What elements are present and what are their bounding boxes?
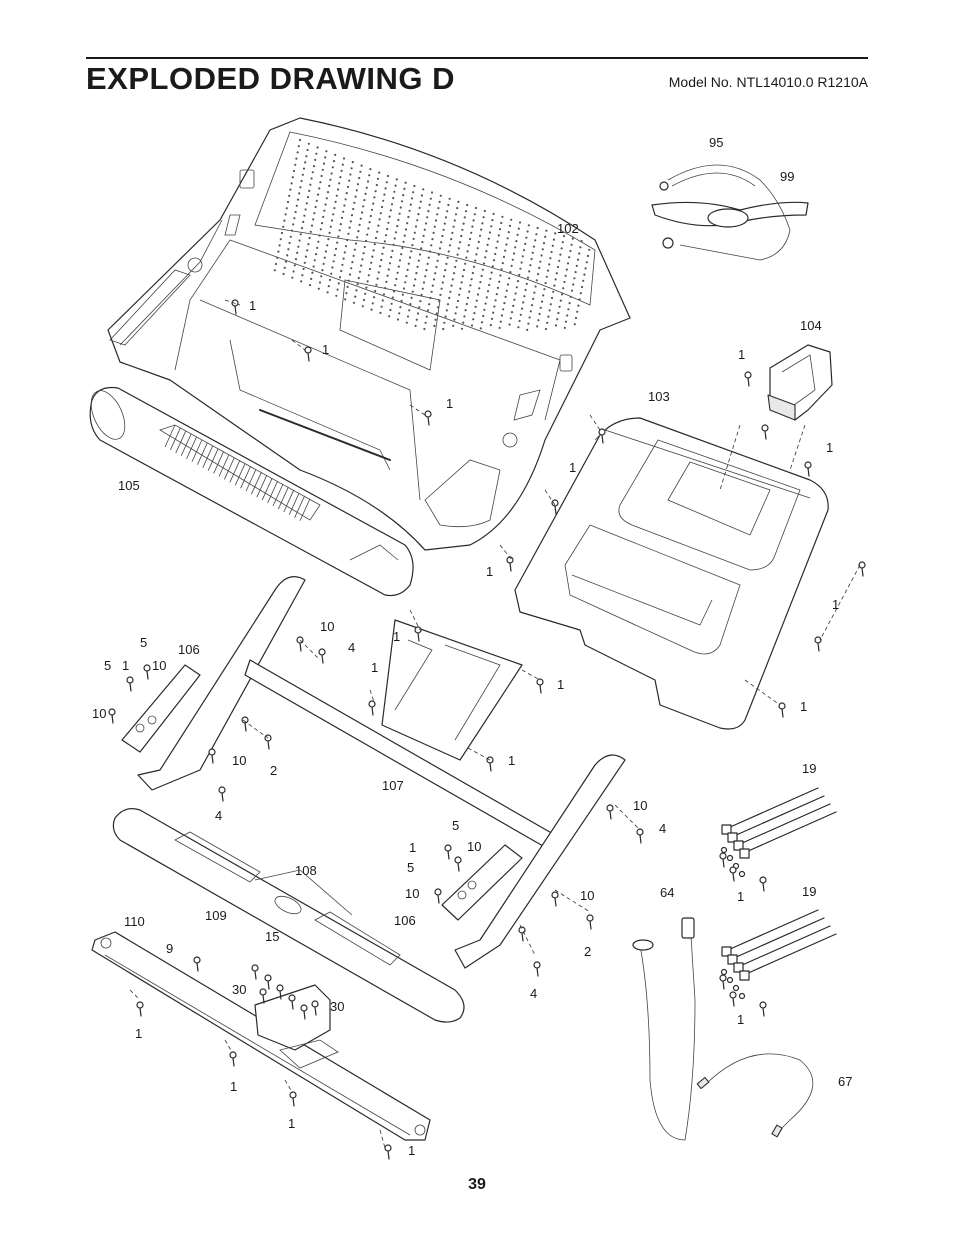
callout-1: 1 <box>738 347 745 362</box>
callout-9: 9 <box>166 941 173 956</box>
callout-5: 5 <box>140 635 147 650</box>
alignment-lines <box>129 299 861 1149</box>
callout-15: 15 <box>265 929 279 944</box>
callout-95: 95 <box>709 135 723 150</box>
callout-10: 10 <box>232 753 246 768</box>
callout-4: 4 <box>659 821 666 836</box>
part-107-upright-frame <box>137 576 626 969</box>
callout-67: 67 <box>838 1074 852 1089</box>
callout-1: 1 <box>446 396 453 411</box>
callout-110: 110 <box>124 914 145 929</box>
callout-106-left: 106 <box>178 642 200 657</box>
callout-10: 10 <box>405 886 419 901</box>
callout-5: 5 <box>104 658 111 673</box>
callout-1: 1 <box>832 597 839 612</box>
callout-4: 4 <box>530 986 537 1001</box>
part-102-grille <box>273 138 591 331</box>
callout-2: 2 <box>584 944 591 959</box>
callout-1: 1 <box>371 660 378 675</box>
callout-1: 1 <box>135 1026 142 1041</box>
callout-1: 1 <box>508 753 515 768</box>
callout-4: 4 <box>348 640 355 655</box>
callout-99: 99 <box>780 169 794 184</box>
callout-19-bottom: 19 <box>802 884 816 899</box>
callout-64: 64 <box>660 885 674 900</box>
callout-10: 10 <box>92 706 106 721</box>
callout-1: 1 <box>408 1143 415 1158</box>
callout-10: 10 <box>633 798 647 813</box>
callout-5: 5 <box>452 818 459 833</box>
callout-10: 10 <box>152 658 166 673</box>
callout-1: 1 <box>569 460 576 475</box>
callout-1: 1 <box>486 564 493 579</box>
part-102-console-front <box>107 117 631 551</box>
callout-1: 1 <box>800 699 807 714</box>
part-106-frame-extensions <box>121 664 523 921</box>
callout-103: 103 <box>648 389 670 404</box>
callout-1: 1 <box>557 677 564 692</box>
callout-10: 10 <box>580 888 594 903</box>
callout-104: 104 <box>800 318 822 333</box>
callout-1: 1 <box>322 342 329 357</box>
part-105-speaker-bar <box>89 386 414 597</box>
callout-105: 105 <box>118 478 140 493</box>
part-95-99-chest-strap <box>651 164 809 261</box>
callout-19-top: 19 <box>802 761 816 776</box>
callout-1: 1 <box>409 840 416 855</box>
callout-108: 108 <box>295 863 317 878</box>
part-67-wire <box>696 1053 814 1138</box>
callout-1: 1 <box>249 298 256 313</box>
part-19-cable-ties <box>720 787 837 1000</box>
header-rule <box>86 57 868 59</box>
callout-1: 1 <box>826 440 833 455</box>
callout-30-right: 30 <box>330 999 344 1014</box>
page-title: EXPLODED DRAWING D <box>86 61 455 96</box>
callout-109: 109 <box>205 908 227 923</box>
part-108-base-cover <box>112 808 465 1023</box>
callout-5: 5 <box>407 860 414 875</box>
callout-10: 10 <box>320 619 334 634</box>
callout-10: 10 <box>467 839 481 854</box>
part-104-bracket <box>767 344 833 421</box>
callout-1: 1 <box>393 629 400 644</box>
callout-30-left: 30 <box>232 982 246 997</box>
callout-1: 1 <box>288 1116 295 1131</box>
part-103-console-back <box>514 417 829 730</box>
callout-4: 4 <box>215 808 222 823</box>
callout-2: 2 <box>270 763 277 778</box>
callout-1: 1 <box>122 658 129 673</box>
callout-102: 102 <box>557 221 579 236</box>
callout-106-right: 106 <box>394 913 416 928</box>
part-64-clip <box>632 917 696 1141</box>
page-number: 39 <box>468 1176 486 1193</box>
callout-107: 107 <box>382 778 404 793</box>
callout-1: 1 <box>737 889 744 904</box>
part-110-base-plate <box>91 931 431 1141</box>
model-number: Model No. NTL14010.0 R1210A <box>668 74 868 90</box>
callouts: 95 99 102 104 103 105 106 106 107 108 10… <box>92 135 852 1158</box>
callout-1: 1 <box>230 1079 237 1094</box>
callout-1: 1 <box>737 1012 744 1027</box>
